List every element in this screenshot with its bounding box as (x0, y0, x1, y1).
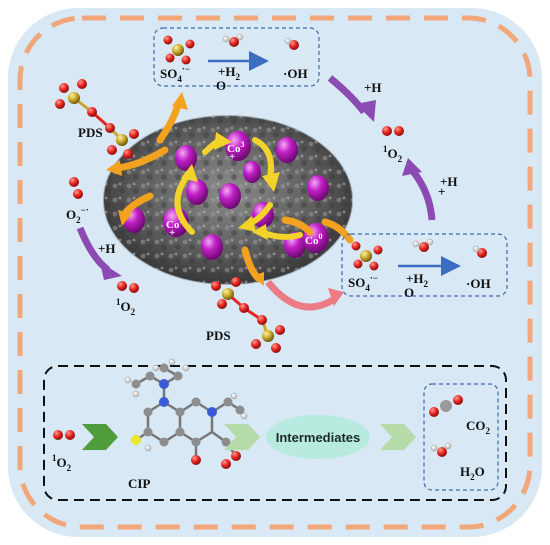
svg-text:+: + (169, 227, 175, 239)
right-hydroxyl-molecule (472, 245, 487, 258)
degradation-box (43, 365, 507, 501)
co2-molecule (429, 395, 463, 417)
green-chevron-1 (82, 424, 118, 450)
singlet-oxygen-left-molecule (117, 281, 139, 293)
right-sulfate-radical-label: SO4·− (348, 273, 378, 293)
purple-arrow-right (409, 167, 436, 221)
pds-molecule-top (55, 79, 139, 159)
degradation-singlet-oxygen-molecule (53, 430, 75, 440)
h2o-label: H2O (460, 464, 485, 482)
cobalt-site-co3: Co3 + (225, 131, 251, 163)
pds-label-bottom: PDS (206, 328, 231, 343)
purple-arrowhead-right (402, 158, 422, 176)
top-water-reagent-label: +H2 (218, 64, 241, 82)
superoxide-label: O2−· (66, 205, 89, 225)
top-hydroxyl-molecule (284, 37, 299, 50)
intermediates-label: Intermediates (276, 430, 361, 445)
top-sulfate-radical-label: SO4·− (160, 64, 190, 84)
top-reaction-box (153, 27, 320, 87)
cip-label: CIP (128, 476, 150, 491)
purple-arrowhead-top-right (356, 100, 376, 122)
svg-text:Co0: Co0 (305, 232, 322, 247)
products-box (423, 383, 499, 491)
right-water-molecule (412, 238, 434, 252)
cobalt-spheres (123, 137, 329, 260)
right-water-reagent-label: +H2 (406, 271, 429, 289)
green-chevron-3 (380, 424, 416, 450)
outer-dashed-border (17, 15, 533, 530)
plus-h-right-mid-sup: + (438, 184, 445, 199)
top-water-molecule (222, 33, 244, 47)
plus-h-right-mid: +H (440, 174, 458, 189)
green-chevron-2 (224, 424, 260, 450)
orange-arrowheads (106, 92, 264, 286)
pink-arrowhead (328, 288, 344, 306)
right-water-reagent-o: O (404, 285, 414, 300)
right-hydroxyl-label: ·OH (466, 276, 491, 291)
top-water-reagent-o: O (216, 78, 226, 93)
svg-text:+: + (229, 151, 235, 163)
singlet-oxygen-right-label: 1O2 (383, 144, 403, 164)
pds-label-top: PDS (78, 125, 103, 140)
singlet-oxygen-left-label: 1O2 (116, 297, 136, 317)
intermediates-ellipse (266, 415, 370, 459)
degradation-singlet-oxygen-label: 1O2 (52, 453, 72, 473)
redox-cycle-arrowheads (181, 132, 280, 240)
pink-arrow (265, 279, 338, 311)
superoxide-molecule (69, 177, 83, 199)
plus-h-left: +H (98, 241, 116, 256)
co2-label: CO2 (466, 418, 491, 436)
h2o-molecule (430, 442, 452, 457)
top-hydroxyl-label: ·OH (283, 66, 308, 81)
top-sulfate-molecule (163, 35, 195, 65)
svg-text:Co3: Co3 (227, 140, 244, 155)
right-reaction-box (341, 233, 508, 297)
right-sulfate-molecule (351, 241, 383, 271)
cip-molecule (124, 358, 248, 469)
plus-h-top-right: +H (364, 80, 382, 95)
purple-arrowhead-left (100, 262, 122, 280)
singlet-oxygen-right-molecule (382, 126, 404, 136)
pds-molecule-bottom (211, 277, 285, 353)
